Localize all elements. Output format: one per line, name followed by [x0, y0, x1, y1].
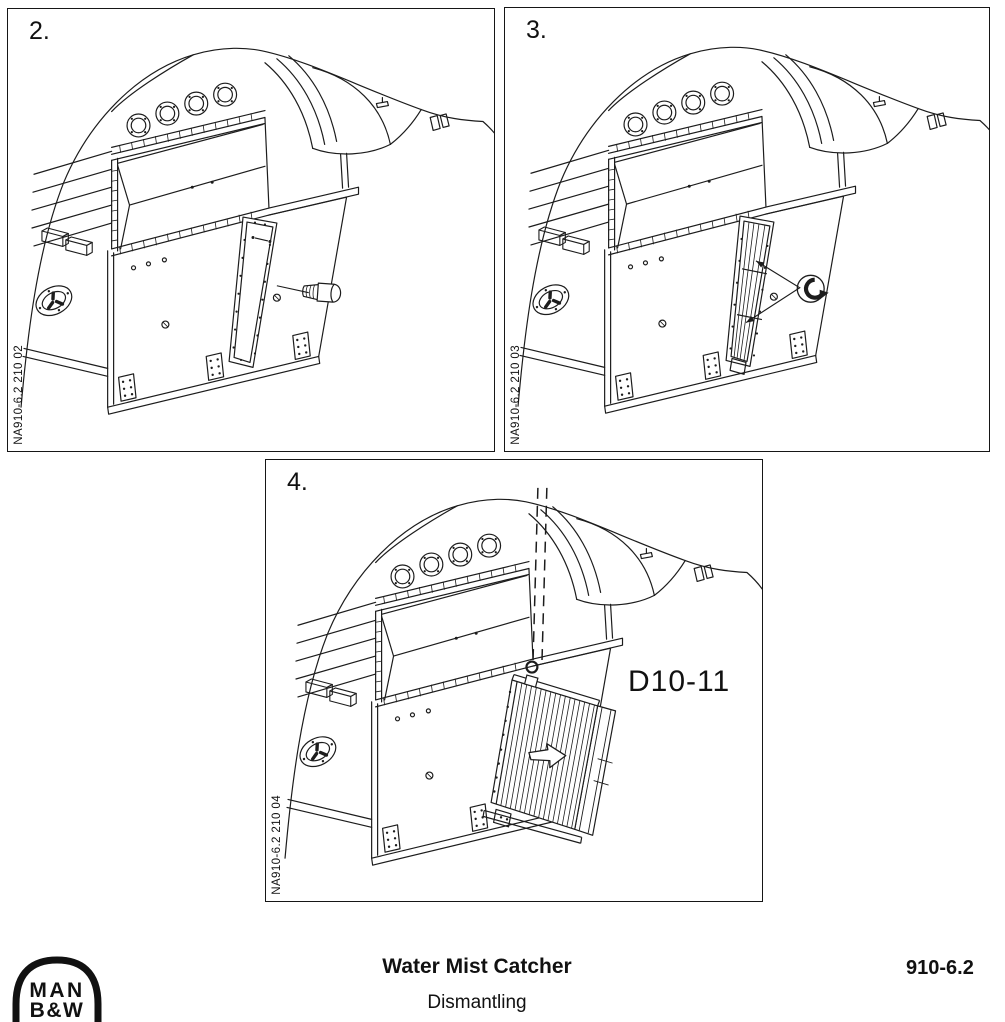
- cover-plate: [228, 216, 278, 368]
- direction-arrow-icon: [528, 743, 567, 769]
- figure-number: 2.: [29, 17, 50, 45]
- lifting-eye: [523, 660, 539, 688]
- figure-panel-3: 3. NA910-6.2 210 03: [504, 7, 990, 452]
- drawing-number: NA910-6.2 210 03: [510, 345, 522, 445]
- machine-drawing-step-2: [8, 9, 494, 451]
- figure-number: 4.: [287, 468, 308, 496]
- mist-catcher-element: [482, 673, 617, 844]
- bolt-icon: [302, 282, 342, 303]
- drawing-number: NA910-6.2 210 04: [271, 795, 283, 895]
- figure-panel-4: 4. NA910-6.2 210 04 D10-11: [265, 459, 763, 902]
- figure-number: 3.: [526, 16, 547, 44]
- logo-text-man: MAN: [29, 979, 84, 1002]
- manbw-logo-arch-icon: MAN B&W: [12, 956, 102, 1022]
- machine-drawing-step-4: [266, 487, 762, 901]
- page-title: Water Mist Catcher: [382, 955, 572, 978]
- doc-number: 910-6.2: [906, 957, 974, 979]
- logo-text-bw: B&W: [30, 999, 85, 1022]
- page-subtitle: Dismantling: [427, 992, 527, 1013]
- leader-arrows: [745, 260, 801, 324]
- leader-line: [276, 285, 309, 294]
- figure-panel-2: 2. NA910-6.2 210 02: [7, 8, 495, 452]
- manbw-logo: MAN B&W: [11, 956, 103, 1022]
- part-label: D10-11: [628, 665, 731, 698]
- rotate-arrow-icon: [796, 274, 829, 303]
- grating-opening: [725, 215, 775, 375]
- drawing-number: NA910-6.2 210 02: [13, 345, 25, 445]
- machine-drawing-step-3: [505, 8, 989, 451]
- crane-wire: [532, 487, 548, 666]
